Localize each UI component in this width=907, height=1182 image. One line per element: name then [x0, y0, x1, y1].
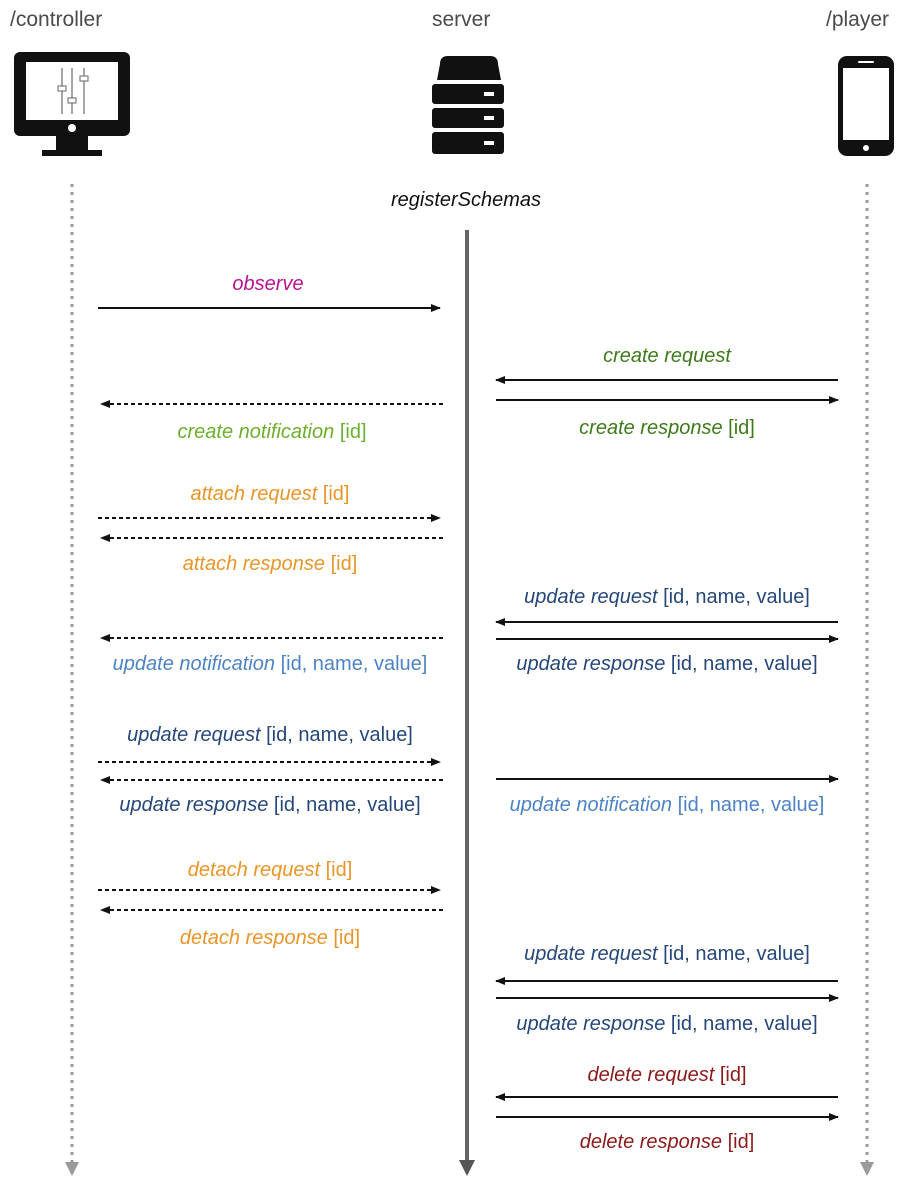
label-update-notification-player: update notification [id, name, value]: [509, 794, 825, 816]
controller-title: /controller: [10, 8, 103, 31]
label-delete-request: delete request [id]: [587, 1064, 747, 1086]
label-update-response-player-2: update response [id, name, value]: [516, 1013, 818, 1035]
label-create-notification: create notification [id]: [177, 421, 367, 443]
label-create-request: create request: [603, 345, 731, 367]
controller-lifeline-arrowhead: [65, 1162, 79, 1176]
label-create-response: create response [id]: [579, 417, 755, 439]
label-delete-response: delete response [id]: [579, 1131, 755, 1153]
label-detach-response: detach response [id]: [179, 927, 361, 949]
label-update-response-player-1: update response [id, name, value]: [516, 653, 818, 675]
label-attach-response: attach response [id]: [182, 553, 358, 575]
player-title: /player: [826, 8, 890, 31]
server-lifeline-arrowhead: [459, 1160, 475, 1176]
label-observe: observe: [232, 273, 304, 295]
server-stack-icon: [432, 56, 504, 154]
desktop-monitor-icon: [14, 52, 130, 156]
label-update-request-controller: update request [id, name, value]: [127, 724, 413, 746]
register-schemas-label: registerSchemas: [390, 189, 542, 211]
label-update-request-player-2: update request [id, name, value]: [524, 943, 810, 965]
label-detach-request: detach request [id]: [187, 859, 353, 881]
player-lifeline-arrowhead: [860, 1162, 874, 1176]
label-update-response-controller: update response [id, name, value]: [119, 794, 421, 816]
label-update-request-player-1: update request [id, name, value]: [524, 586, 810, 608]
smartphone-icon: [838, 56, 894, 156]
server-title: server: [432, 8, 491, 31]
label-attach-request: attach request [id]: [190, 483, 350, 505]
label-update-notification-controller: update notification [id, name, value]: [112, 653, 428, 675]
